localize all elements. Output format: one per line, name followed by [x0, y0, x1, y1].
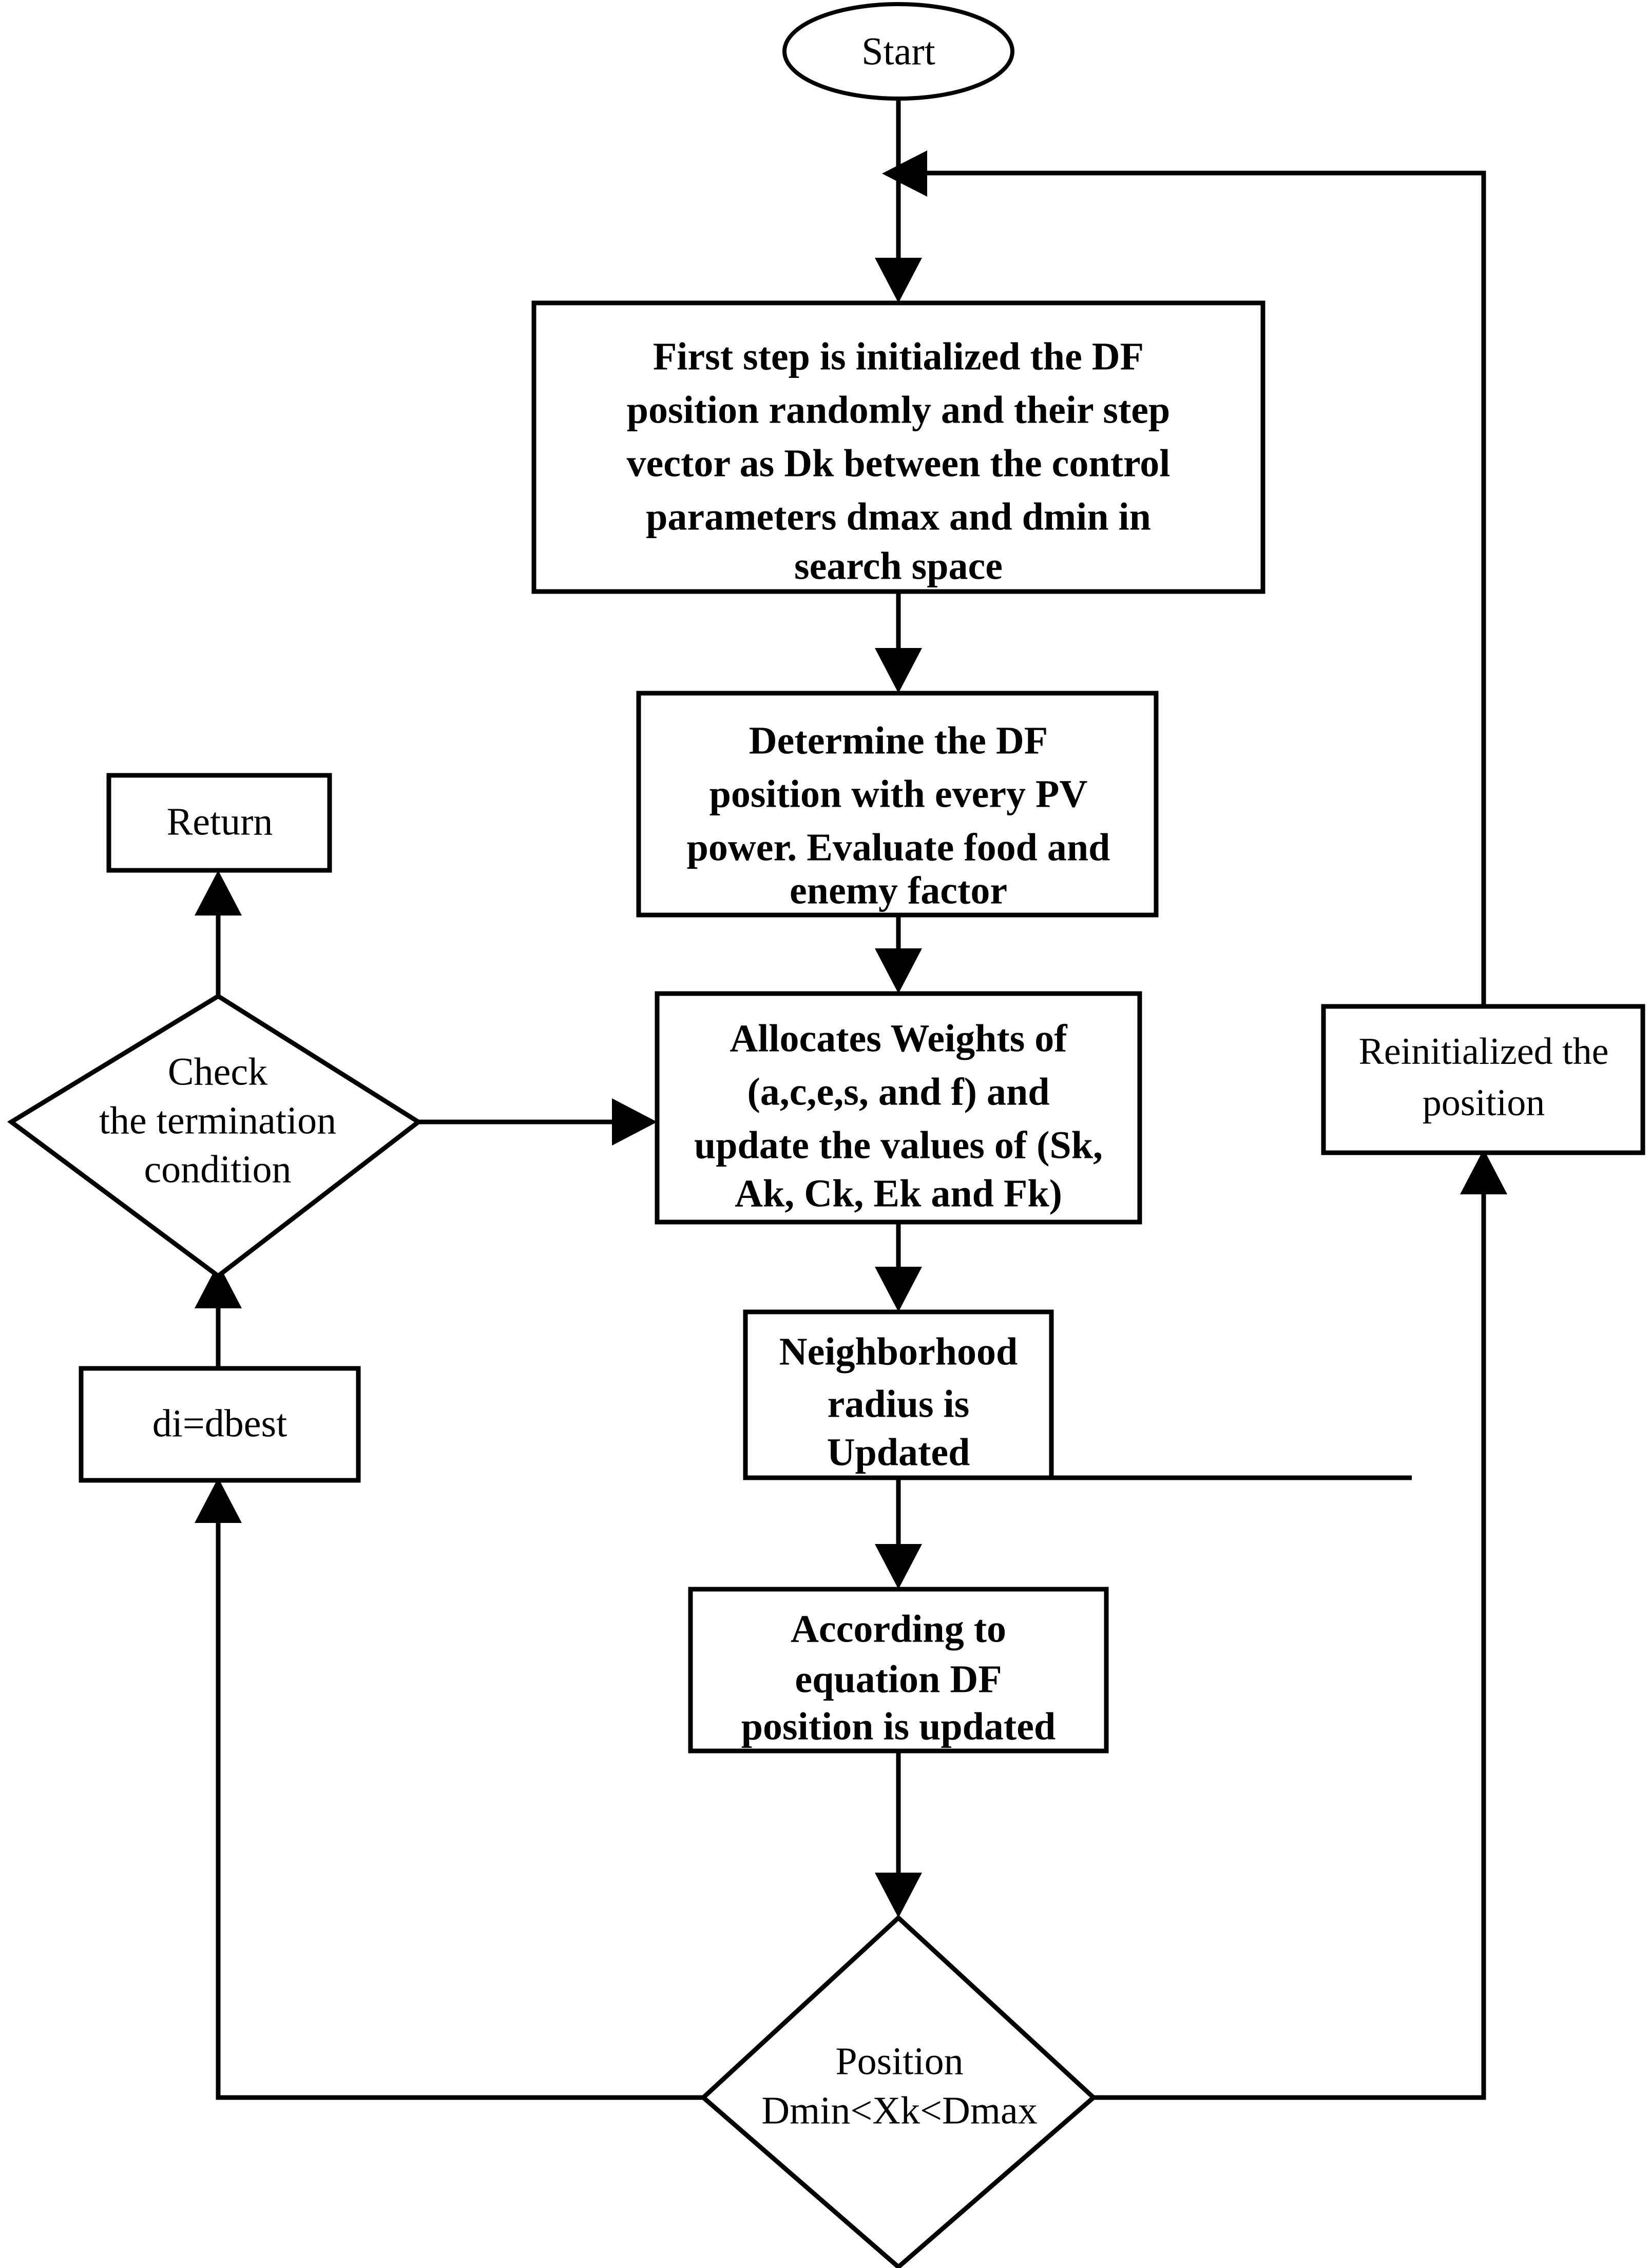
- node-init-line-1: First step is initialized the DF: [653, 335, 1144, 378]
- node-determine-line-2: position with every PV: [709, 772, 1088, 815]
- node-init[interactable]: First step is initialized the DF positio…: [531, 300, 1265, 594]
- node-dbest[interactable]: di=dbest: [79, 1366, 361, 1483]
- node-init-line-5: search space: [794, 544, 1003, 587]
- node-termination-check[interactable]: Check the termination condition: [7, 993, 423, 1279]
- node-radius-line-2: radius is: [828, 1382, 970, 1425]
- edge-termination-check-to-allocate: [418, 1098, 657, 1146]
- node-start-label: Start: [861, 30, 935, 73]
- node-allocate-line-4: Ak, Ck, Ek and Fk): [735, 1172, 1062, 1215]
- node-start[interactable]: Start: [782, 2, 1014, 101]
- edge-equation-to-position-check: [875, 1751, 922, 1918]
- node-reinit-line-2: position: [1423, 1082, 1545, 1124]
- edge-radius-to-equation: [875, 1475, 1412, 1589]
- edge-position-check-to-dbest: [195, 1478, 703, 2100]
- edge-termination-check-to-return: [195, 870, 242, 996]
- edge-determine-to-allocate: [875, 915, 922, 994]
- node-init-line-3: vector as Dk between the control: [627, 442, 1171, 485]
- node-termination-check-line-3: condition: [144, 1148, 291, 1191]
- edge-allocate-to-radius: [875, 1222, 922, 1312]
- node-radius-line-3: Updated: [827, 1431, 970, 1474]
- node-dbest-label: di=dbest: [152, 1402, 287, 1445]
- node-reinit[interactable]: Reinitialized the position: [1321, 1004, 1645, 1155]
- node-termination-check-line-1: Check: [168, 1050, 267, 1093]
- node-termination-check-line-2: the termination: [99, 1099, 336, 1142]
- node-init-line-2: position randomly and their step: [627, 388, 1171, 431]
- node-return[interactable]: Return: [106, 773, 332, 873]
- node-init-line-4: parameters dmax and dmin in: [646, 495, 1151, 538]
- edge-reinit-to-init: [882, 150, 1486, 1019]
- node-determine-line-1: Determine the DF: [749, 719, 1048, 762]
- edge-dbest-to-termination-check: [195, 1263, 242, 1368]
- node-equation[interactable]: According to equation DF position is upd…: [688, 1587, 1109, 1754]
- node-equation-line-1: According to: [791, 1607, 1006, 1650]
- edge-start-to-init: [875, 98, 922, 303]
- node-allocate-line-1: Allocates Weights of: [730, 1017, 1068, 1060]
- edge-position-check-to-reinit: [1093, 1149, 1507, 2100]
- node-position-check-line-2: Dmin<Xk<Dmax: [761, 2089, 1037, 2132]
- node-position-check[interactable]: Position Dmin<Xk<Dmax: [700, 1914, 1097, 2268]
- edge-init-to-determine: [875, 592, 922, 693]
- node-position-check-line-1: Position: [835, 2040, 963, 2083]
- node-allocate[interactable]: Allocates Weights of (a,c,e,s, and f) an…: [655, 991, 1142, 1225]
- node-determine-line-4: enemy factor: [790, 869, 1007, 912]
- node-allocate-line-3: update the values of (Sk,: [694, 1123, 1103, 1167]
- node-determine-line-3: power. Evaluate food and: [687, 826, 1110, 869]
- node-radius[interactable]: Neighborhood radius is Updated: [743, 1309, 1054, 1480]
- node-return-label: Return: [167, 800, 273, 843]
- node-equation-line-3: position is updated: [741, 1705, 1056, 1748]
- node-determine[interactable]: Determine the DF position with every PV …: [636, 691, 1159, 918]
- node-radius-line-1: Neighborhood: [779, 1330, 1018, 1373]
- node-reinit-line-1: Reinitialized the: [1359, 1031, 1609, 1073]
- node-allocate-line-2: (a,c,e,s, and f) and: [747, 1070, 1049, 1113]
- node-equation-line-2: equation DF: [795, 1657, 1002, 1701]
